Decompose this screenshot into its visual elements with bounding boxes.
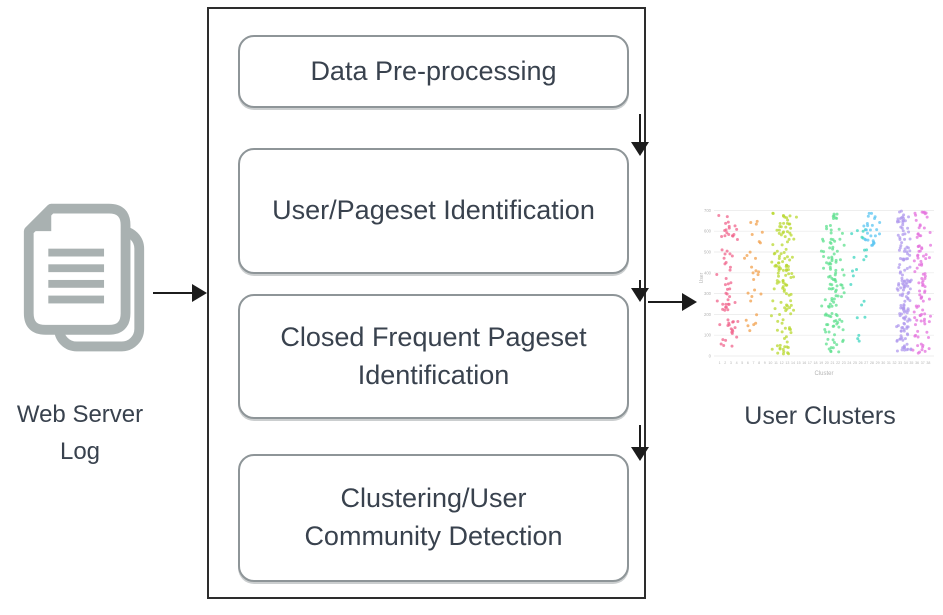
svg-text:24: 24 — [847, 361, 851, 365]
svg-text:15: 15 — [797, 361, 801, 365]
svg-text:38: 38 — [926, 361, 930, 365]
svg-text:700: 700 — [704, 208, 712, 213]
arrow-step2-step3 — [639, 280, 641, 289]
arrow-input — [153, 292, 193, 294]
svg-text:25: 25 — [853, 361, 857, 365]
svg-text:23: 23 — [842, 361, 846, 365]
svg-text:5: 5 — [741, 361, 743, 365]
folded-corner — [28, 208, 52, 232]
svg-text:User: User — [699, 272, 705, 283]
arrow-step3-step4 — [639, 425, 641, 448]
svg-text:13: 13 — [785, 361, 789, 365]
svg-text:600: 600 — [704, 229, 712, 234]
svg-text:10: 10 — [768, 361, 772, 365]
svg-text:34: 34 — [904, 361, 908, 365]
step-label: Closed Frequent Pageset Identification — [280, 321, 587, 390]
svg-text:33: 33 — [898, 361, 902, 365]
user-clusters-label: User Clusters — [744, 402, 896, 430]
svg-text:18: 18 — [814, 361, 818, 365]
doc-line — [48, 279, 105, 288]
svg-text:1: 1 — [719, 361, 721, 365]
step-closed-frequent-pageset: Closed Frequent Pageset Identification — [238, 294, 629, 419]
svg-text:28: 28 — [870, 361, 874, 365]
svg-text:7: 7 — [752, 361, 754, 365]
web-server-log-label: Web Server Log — [16, 401, 144, 466]
svg-text:20: 20 — [825, 361, 829, 365]
svg-text:16: 16 — [802, 361, 806, 365]
web-server-log-icon — [18, 198, 150, 358]
svg-text:31: 31 — [887, 361, 891, 365]
svg-text:8: 8 — [758, 361, 760, 365]
svg-text:19: 19 — [819, 361, 823, 365]
svg-text:3: 3 — [730, 361, 732, 365]
step-user-pageset-identification: User/Pageset Identification — [238, 148, 629, 274]
svg-text:6: 6 — [747, 361, 749, 365]
document-stack-icon — [23, 203, 145, 352]
svg-text:0: 0 — [709, 354, 712, 359]
svg-text:9: 9 — [764, 361, 766, 365]
arrow-step1-step2 — [639, 114, 641, 143]
svg-text:12: 12 — [780, 361, 784, 365]
svg-text:35: 35 — [909, 361, 913, 365]
doc-line — [48, 248, 105, 257]
step-clustering-community-detection: Clustering/User Community Detection — [238, 454, 629, 582]
svg-text:32: 32 — [893, 361, 897, 365]
svg-text:21: 21 — [830, 361, 834, 365]
svg-text:200: 200 — [704, 312, 712, 317]
svg-text:30: 30 — [881, 361, 885, 365]
svg-text:37: 37 — [921, 361, 925, 365]
svg-text:14: 14 — [791, 361, 795, 365]
svg-text:100: 100 — [704, 333, 712, 338]
step-label: Clustering/User Community Detection — [304, 483, 563, 551]
svg-text:300: 300 — [704, 291, 712, 296]
doc-line — [48, 295, 105, 304]
step-label: Data Pre-processing — [310, 55, 557, 86]
svg-text:17: 17 — [808, 361, 812, 365]
svg-text:2: 2 — [724, 361, 726, 365]
svg-text:26: 26 — [859, 361, 863, 365]
step-data-preprocessing: Data Pre-processing — [238, 35, 629, 108]
doc-line — [48, 264, 105, 273]
svg-text:29: 29 — [876, 361, 880, 365]
svg-text:11: 11 — [774, 361, 778, 365]
svg-text:4: 4 — [736, 361, 738, 365]
step-label: User/Pageset Identification — [272, 195, 595, 226]
svg-text:500: 500 — [704, 250, 712, 255]
svg-text:400: 400 — [704, 270, 712, 275]
svg-text:Cluster: Cluster — [814, 371, 833, 377]
svg-text:36: 36 — [915, 361, 919, 365]
arrow-output — [648, 301, 683, 303]
pipeline-container: Data Pre-processing User/Pageset Identif… — [207, 7, 646, 599]
svg-text:22: 22 — [836, 361, 840, 365]
svg-text:27: 27 — [864, 361, 868, 365]
